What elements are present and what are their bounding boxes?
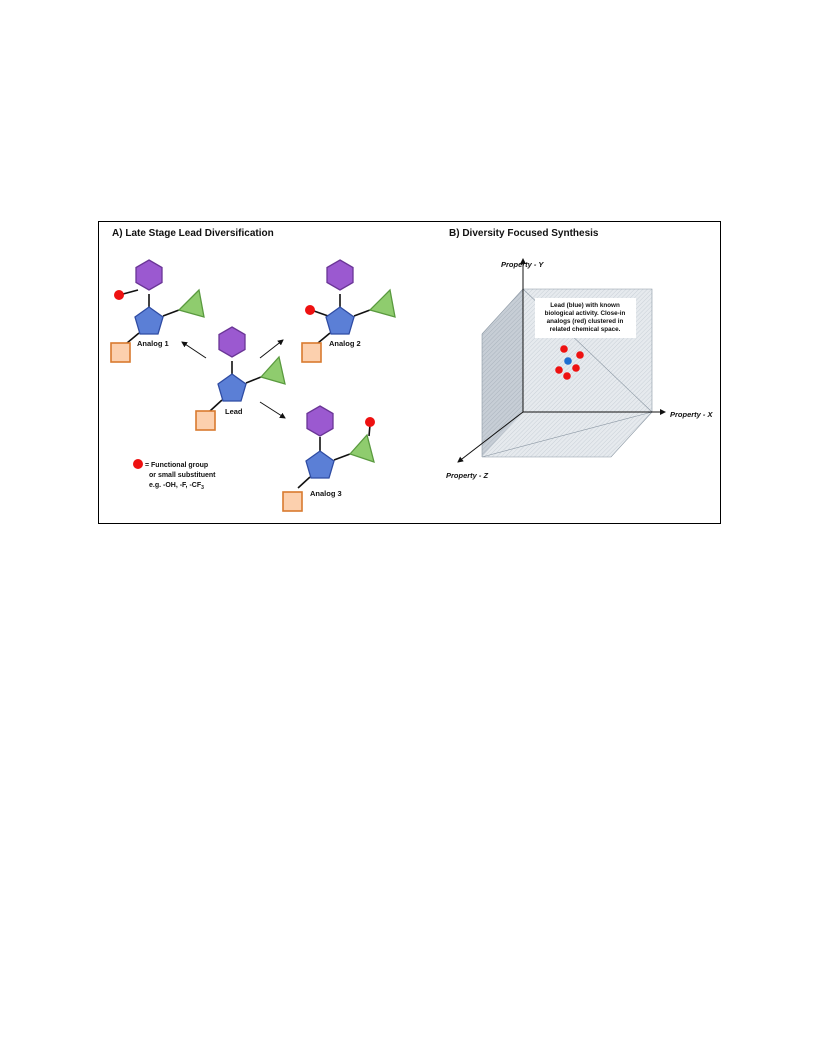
- arrow-to-analog-3: [259, 401, 286, 419]
- figure-frame: A) Late Stage Lead Diversification Analo…: [98, 221, 721, 524]
- analog-1-molecule: Analog 1: [110, 259, 205, 363]
- analog-point: [572, 364, 580, 372]
- analog-point: [563, 372, 571, 380]
- analog-2-label: Analog 2: [329, 339, 361, 348]
- functional-group-dot: [114, 290, 124, 300]
- analog-1-label: Analog 1: [137, 339, 169, 348]
- x-axis-label: Property - X: [670, 410, 714, 419]
- square-group-icon: [282, 491, 303, 512]
- lead-label: Lead: [225, 407, 243, 416]
- note-line-2: biological activity. Close-in: [545, 310, 626, 317]
- pentagon-ring-icon: [325, 306, 355, 335]
- square-group-icon: [301, 342, 322, 363]
- pentagon-ring-icon: [217, 373, 247, 402]
- functional-group-dot: [305, 305, 315, 315]
- legend-line-1: = Functional group: [145, 462, 208, 469]
- z-axis: [457, 411, 524, 463]
- pentagon-ring-icon: [134, 306, 164, 335]
- y-axis-label: Property - Y: [501, 260, 544, 269]
- lead-molecule: Lead: [195, 326, 286, 431]
- pentagon-ring-icon: [305, 450, 335, 479]
- triangle-ring-icon: [259, 355, 286, 385]
- triangle-ring-icon: [368, 288, 396, 318]
- note-line-1: Lead (blue) with known: [550, 302, 620, 309]
- analog-3-molecule: Analog 3: [282, 405, 375, 512]
- note-box: [535, 298, 636, 338]
- left-wall: [482, 289, 523, 457]
- panel-b-title: B) Diversity Focused Synthesis: [449, 228, 599, 239]
- hexagon-ring-icon: [218, 326, 246, 358]
- legend: = Functional group or small substituent …: [133, 459, 216, 491]
- arrow-to-analog-1: [181, 341, 207, 359]
- square-group-icon: [110, 342, 131, 363]
- legend-line-2: or small substituent: [149, 472, 216, 479]
- legend-line-3: e.g. -OH, -F, -CF3: [149, 482, 204, 491]
- triangle-ring-icon: [177, 288, 205, 318]
- hexagon-ring-icon: [306, 405, 334, 437]
- lead-point: [564, 357, 572, 365]
- analog-3-label: Analog 3: [310, 489, 342, 498]
- square-group-icon: [195, 410, 216, 431]
- property-space-plot: Property - Y Property - X Property - Z L…: [446, 258, 714, 480]
- functional-group-dot: [365, 417, 375, 427]
- z-axis-label: Property - Z: [446, 471, 489, 480]
- legend-functional-group-dot: [133, 459, 143, 469]
- analog-point: [555, 366, 563, 374]
- triangle-ring-icon: [348, 433, 375, 463]
- arrow-to-analog-2: [259, 339, 284, 359]
- note-line-3: analogs (red) clustered in: [547, 318, 624, 325]
- hexagon-ring-icon: [326, 259, 354, 291]
- hexagon-ring-icon: [135, 259, 163, 291]
- analog-point: [576, 351, 584, 359]
- analog-2-molecule: Analog 2: [301, 259, 396, 363]
- analog-point: [560, 345, 568, 353]
- panel-a-title: A) Late Stage Lead Diversification: [112, 228, 274, 239]
- note-line-4: related chemical space.: [550, 326, 621, 333]
